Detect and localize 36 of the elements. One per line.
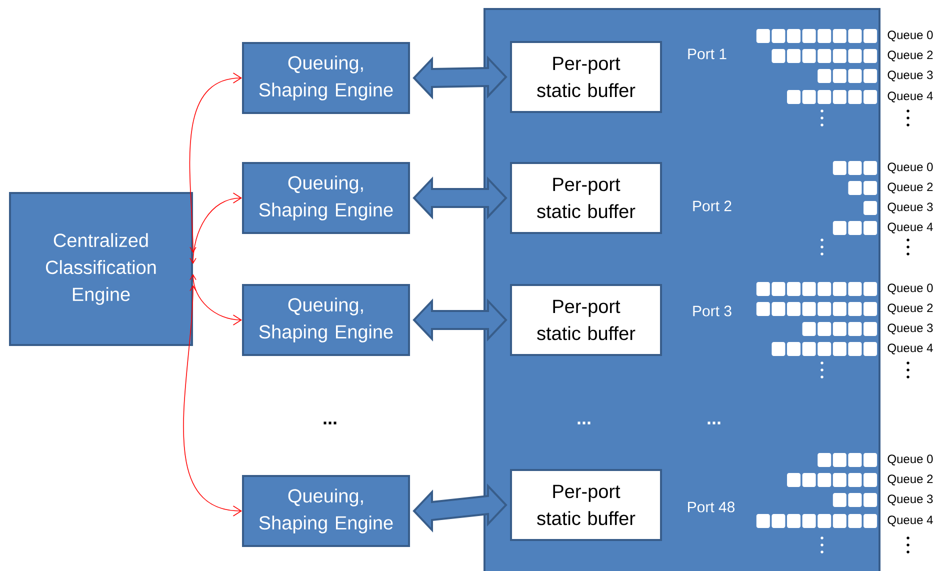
engine-box: Queuing, Shaping Engine	[242, 162, 410, 234]
queue-label: Queue 3	[888, 70, 933, 82]
engine-box: Queuing, Shaping Engine	[242, 42, 410, 114]
queue-label: Queue 4	[888, 92, 933, 102]
queue-label: Queue 3	[888, 202, 933, 214]
queue-label: Queue 4	[888, 222, 933, 234]
curved-arrow	[190, 274, 242, 326]
buffer-box: Per-port static buffer	[510, 469, 662, 541]
ellipsis: ...	[578, 422, 590, 424]
queue-label: Queue 3	[888, 494, 933, 506]
buffer-box: Per-port static buffer	[510, 284, 662, 356]
queue-label: Queue 0	[888, 284, 933, 294]
queue-label: Queue 0	[888, 30, 933, 42]
queue-label: Queue 0	[888, 454, 933, 466]
queue-label: Queue 4	[888, 344, 933, 354]
engine-box: Queuing, Shaping Engine	[242, 475, 410, 547]
port-label: Port 48	[688, 502, 735, 512]
curved-arrow	[190, 192, 242, 264]
buffer-box: Per-port static buffer	[510, 162, 662, 234]
engine-box: Queuing, Shaping Engine	[242, 284, 410, 356]
ellipsis: ...	[708, 422, 720, 424]
queue-label: Queue 2	[888, 304, 933, 314]
queue-label: Queue 2	[888, 50, 933, 62]
queue-label: Queue 4	[888, 516, 933, 526]
queue-label: Queue 0	[888, 162, 933, 174]
ellipsis: ...	[324, 422, 336, 424]
queue-label: Queue 2	[888, 182, 933, 194]
classification-engine-box: Centralized Classification Engine	[9, 192, 193, 346]
queue-label: Queue 2	[888, 474, 933, 486]
port-label: Port 3	[693, 306, 732, 316]
queue-label: Queue 3	[888, 324, 933, 334]
port-label: Port 2	[693, 200, 732, 212]
port-label: Port 1	[688, 48, 726, 60]
buffer-box: Per-port static buffer	[510, 41, 662, 113]
curved-arrow	[183, 285, 242, 516]
curved-arrow	[189, 72, 242, 253]
